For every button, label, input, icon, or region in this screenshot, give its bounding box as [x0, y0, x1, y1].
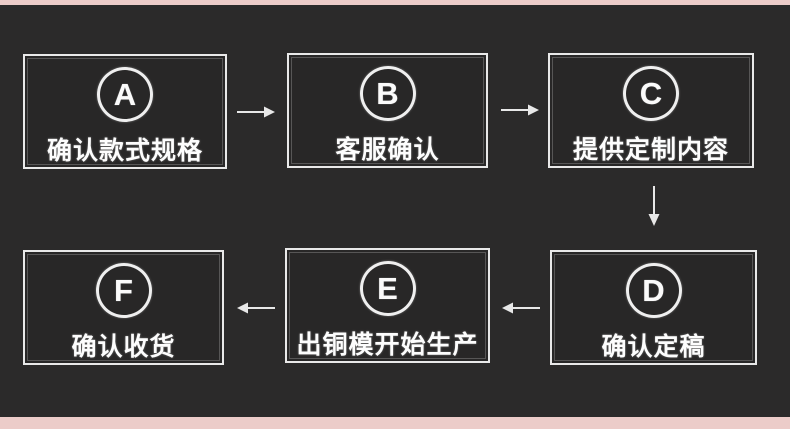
bottom-accent-bar	[0, 417, 790, 429]
flow-node-c: C 提供定制内容	[548, 53, 754, 168]
step-letter-badge-a: A	[97, 67, 153, 122]
step-letter-d: D	[642, 272, 665, 308]
step-letter-badge-c: C	[623, 66, 679, 121]
step-letter-f: F	[114, 272, 133, 308]
step-label-a: 确认款式规格	[46, 137, 203, 165]
step-label-f: 确认收货	[71, 333, 176, 361]
arrow-d-to-e-left-icon	[502, 302, 540, 314]
step-letter-c: C	[639, 75, 663, 111]
flow-node-e: E 出铜模开始生产	[285, 248, 490, 363]
step-letter-b: B	[376, 75, 399, 111]
step-letter-badge-d: D	[625, 263, 682, 318]
step-letter-badge-e: E	[359, 261, 416, 316]
flow-node-d: D 确认定稿	[550, 250, 757, 365]
step-letter-badge-b: B	[359, 66, 416, 121]
flow-node-a: A 确认款式规格	[23, 54, 227, 169]
arrow-a-to-b-right-icon	[237, 106, 275, 118]
step-label-b: 客服确认	[335, 136, 440, 164]
arrow-e-to-f-left-icon	[237, 302, 275, 314]
step-label-d: 确认定稿	[601, 333, 706, 361]
top-accent-bar	[0, 0, 790, 5]
step-letter-e: E	[377, 270, 398, 306]
flow-node-b: B 客服确认	[287, 53, 488, 168]
flow-node-f: F 确认收货	[23, 250, 224, 365]
step-label-e: 出铜模开始生产	[296, 331, 479, 359]
step-letter-badge-f: F	[95, 263, 152, 318]
arrow-b-to-c-right-icon	[501, 104, 539, 116]
step-label-c: 提供定制内容	[572, 136, 729, 164]
step-letter-a: A	[113, 76, 137, 112]
arrow-c-to-d-down-icon	[648, 186, 660, 226]
